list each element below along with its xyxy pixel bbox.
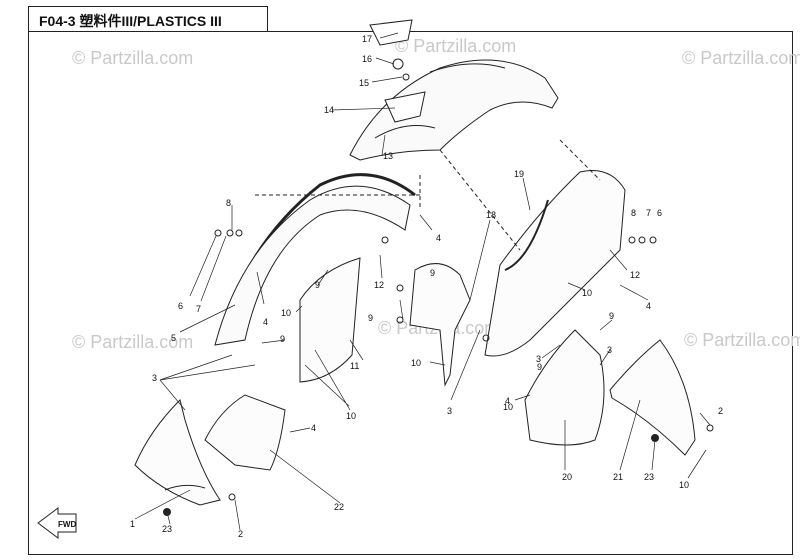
part-2-fastener: [706, 424, 714, 432]
part-23-grommet: [163, 508, 171, 516]
callout-10: 10: [679, 480, 689, 490]
fastener: [638, 236, 646, 244]
part-8-fastener: [214, 229, 222, 237]
callout-10: 10: [503, 402, 513, 412]
fastener: [396, 316, 404, 324]
part-19-right-panel: [484, 170, 626, 357]
callout-4: 4: [505, 396, 510, 406]
watermark: © Partzilla.com: [395, 36, 517, 56]
watermark: © Partzilla.com: [72, 332, 194, 352]
callout-16: 16: [362, 54, 372, 64]
fastener: [381, 236, 389, 244]
assembly-guide: [255, 139, 601, 251]
part-6-fastener: [235, 229, 243, 237]
callout-10: 10: [281, 308, 291, 318]
fwd-arrow-icon: FWD: [37, 507, 77, 539]
part-20-lower-bracket: [524, 329, 605, 446]
callout-11: 11: [350, 361, 359, 371]
callout-4: 4: [311, 423, 316, 433]
callout-1: 1: [130, 519, 135, 529]
part-7-fastener: [226, 229, 234, 237]
part-16-grommet: [392, 58, 404, 70]
fwd-label: FWD: [58, 520, 76, 529]
callout-4: 4: [436, 233, 441, 243]
callout-9: 9: [537, 362, 542, 372]
part-13-trim: [374, 125, 436, 139]
callout-3: 3: [447, 406, 452, 416]
callout-23: 23: [162, 524, 172, 534]
callout-3: 3: [536, 354, 541, 364]
callout-6: 6: [657, 208, 662, 218]
callout-7: 7: [646, 208, 651, 218]
callout-23: 23: [644, 472, 654, 482]
callout-12: 12: [374, 280, 384, 290]
callout-8: 8: [631, 208, 636, 218]
fastener: [628, 236, 636, 244]
callout-15: 15: [359, 78, 369, 88]
callout-21: 21: [613, 472, 623, 482]
callout-4: 4: [646, 301, 651, 311]
fastener: [396, 284, 404, 292]
callout-19: 19: [514, 169, 524, 179]
callout-14: 14: [324, 105, 334, 115]
watermark: © Partzilla.com: [72, 48, 194, 68]
callout-4: 4: [263, 317, 268, 327]
part-17-lens: [369, 19, 413, 46]
callout-5: 5: [171, 333, 176, 343]
watermark: © Partzilla.com: [682, 48, 800, 68]
callout-13: 13: [383, 151, 393, 161]
part-5-side-panel: [214, 185, 411, 346]
callout-9: 9: [430, 268, 435, 278]
part-23-grommet: [651, 434, 659, 442]
callout-3: 3: [607, 345, 612, 355]
part-18-center-panel: [409, 263, 471, 387]
cowl-edge: [429, 63, 506, 73]
fastener: [482, 334, 490, 342]
callout-20: 20: [562, 472, 572, 482]
part-1-lower-cover: [134, 399, 221, 506]
callout-10: 10: [411, 358, 421, 368]
callout-7: 7: [196, 304, 201, 314]
title-box: F04-3 塑料件III/PLASTICS III: [28, 6, 268, 32]
part-19-edge: [504, 199, 549, 271]
callout-10: 10: [346, 411, 356, 421]
diagram-frame: [28, 31, 793, 555]
part-2-fastener: [228, 493, 236, 501]
callout-22: 22: [334, 502, 344, 512]
part-14-bracket: [384, 91, 426, 123]
part-22-lower-bracket: [204, 394, 286, 471]
callout-6: 6: [178, 301, 183, 311]
part-21-lower-cover: [609, 339, 696, 456]
callout-9: 9: [609, 311, 614, 321]
callout-12: 12: [630, 270, 640, 280]
callout-8: 8: [226, 198, 231, 208]
callout-9: 9: [280, 334, 285, 344]
callout-3: 3: [152, 373, 157, 383]
watermark: © Partzilla.com: [684, 330, 800, 350]
callout-9: 9: [315, 280, 320, 290]
callout-17: 17: [362, 34, 372, 44]
part-1-mount-tab: [164, 484, 206, 491]
callout-2: 2: [238, 529, 243, 539]
fastener: [649, 236, 657, 244]
diagram-title: F04-3 塑料件III/PLASTICS III: [39, 13, 222, 29]
callout-9: 9: [368, 313, 373, 323]
callout-2: 2: [718, 406, 723, 416]
callout-18: 18: [486, 210, 496, 220]
part-15-screw: [402, 73, 410, 81]
callout-10: 10: [582, 288, 592, 298]
front-cowl-part: [349, 59, 559, 161]
part-11-inner-panel: [299, 257, 361, 383]
